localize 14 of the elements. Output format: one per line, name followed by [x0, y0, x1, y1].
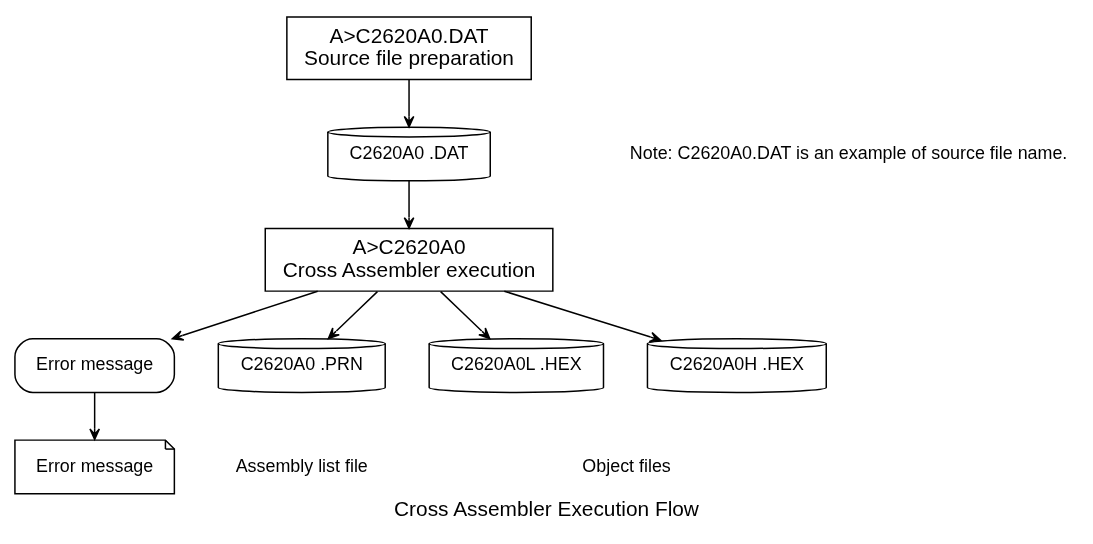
label: Note: C2620A0.DAT is an example of source file name.: [629, 142, 1068, 163]
arrow: [503, 289, 662, 342]
node-box: A>C2620A0.DAT Source file preparation: [286, 15, 532, 80]
node-box: A>C2620A0 Cross Assembler execution: [264, 227, 554, 292]
arrow: [403, 78, 415, 128]
node-box: Error message: [14, 337, 176, 393]
arrow: [439, 290, 491, 339]
arrow: [171, 289, 319, 341]
arrow: [403, 179, 415, 229]
arrow: [327, 290, 379, 339]
node-label: Assembly list file: [235, 455, 368, 476]
arrow: [89, 391, 101, 440]
caption: Cross Assembler Execution Flow: [394, 496, 699, 520]
label: Object files: [582, 455, 671, 476]
